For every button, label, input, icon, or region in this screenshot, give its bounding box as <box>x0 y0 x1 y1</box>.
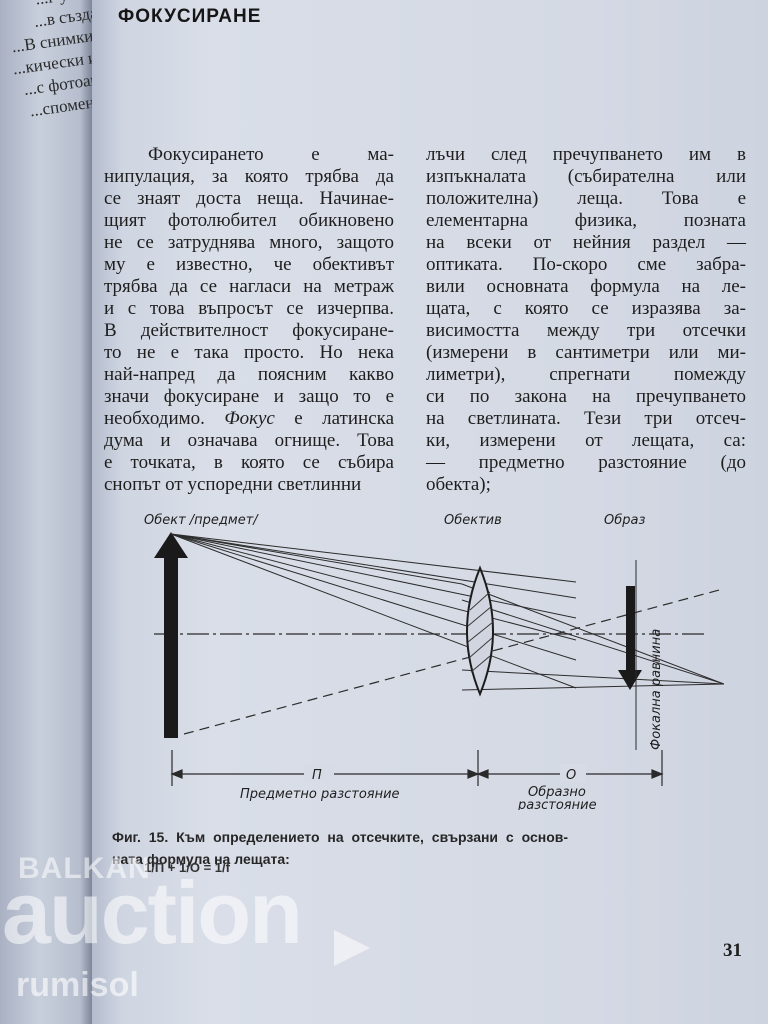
watermark-rumisol-text: rumisol <box>16 966 139 1004</box>
text-line: вили основната формула на ле- <box>426 276 746 297</box>
previous-page-text: ...г уг ко ...в създа ...В снимкит ...ки… <box>0 0 92 127</box>
text-line: ки, измерени от лещата, са: <box>426 430 746 451</box>
object-arrow-head <box>154 532 188 558</box>
dimension-lines <box>170 750 664 786</box>
image-arrow-head <box>618 670 642 690</box>
label-o-background <box>560 764 586 782</box>
label-p: П <box>312 768 322 783</box>
text-line: му е известно, че обективът <box>104 254 394 275</box>
text-line: — предметно разстояние (до <box>426 452 746 473</box>
lens-hatching <box>467 591 494 673</box>
label-o: О <box>566 768 576 783</box>
page-number: 31 <box>723 940 742 961</box>
text-line: щият фотолюбител обикновено <box>104 210 394 231</box>
text-line: е точката, в която се събира <box>104 452 394 473</box>
image-arrow-shaft <box>626 586 635 672</box>
previous-page-edge: ...г уг ко ...в създа ...В снимкит ...ки… <box>0 0 92 1024</box>
lens-formula: 1/П + 1/О = 1/f <box>144 860 230 875</box>
text-line: (измерени в сантиметри или ми- <box>426 342 746 363</box>
text-line: изпъкналата (събирателна или <box>426 166 746 187</box>
label-focal-plane: Фокална равнина <box>649 629 664 750</box>
italic-term-focus: Фокус <box>224 408 275 429</box>
text-line: се знаят доста неща. Начинае- <box>104 188 394 209</box>
label-object: Обект /предмет/ <box>144 513 259 528</box>
text-line: В действителност фокусиране- <box>104 320 394 341</box>
object-arrow-shaft <box>164 550 178 738</box>
text-line: то не е така просто. Но нека <box>104 342 394 363</box>
text-line: положителна) леща. Това е <box>426 188 746 209</box>
label-p-background <box>304 764 334 782</box>
text-line: трябва да се нагласи на метраж <box>104 276 394 297</box>
text-fragment: е латинска <box>294 408 395 429</box>
book-page: ФОКУСИРАНЕ Фокусирането е ма- нипулация,… <box>92 0 768 1024</box>
light-rays <box>170 533 724 691</box>
text-line: лъчи след пречупването им в <box>426 144 746 165</box>
text-line: елементарна физика, позната <box>426 210 746 231</box>
text-line: Фокусирането е ма- <box>148 144 394 165</box>
watermark: auction BALKAN rumisol <box>0 840 420 1020</box>
text-line: щата, с която се изразява за- <box>426 298 746 319</box>
text-line: снопът от успоредни светлинни <box>104 474 362 495</box>
watermark-play-icon <box>334 930 370 966</box>
text-line: оптиката. По-скоро сме забра- <box>426 254 746 275</box>
lens-focusing-diagram: Обект /предмет/ Обектив Образ <box>144 513 724 810</box>
text-line: на всеки от нейния раздел — <box>426 232 746 253</box>
caption-line: ната формула на лещата: <box>112 851 290 867</box>
text-line: дума и означава огнище. Това <box>104 430 394 451</box>
page-title: ФОКУСИРАНЕ <box>118 6 262 27</box>
text-line: не се затруднява много, защото <box>104 232 394 253</box>
label-object-distance: Предметно разстояние <box>240 787 400 802</box>
label-image: Образ <box>604 513 645 528</box>
text-line: си по закона на пречупването <box>426 386 746 407</box>
caption-line: Фиг. 15. Към определението на отсечките,… <box>112 829 569 845</box>
watermark-balkan-text: BALKAN <box>18 852 151 885</box>
text-line: на светлината. Тези три отсеч- <box>426 408 746 429</box>
text-line: най-напред да поясним какво <box>104 364 394 385</box>
label-lens: Обектив <box>444 513 502 528</box>
text-line: и с това въпросът се изчерпва. <box>104 298 394 319</box>
text-line-focus: необходимо. Фокус е латинска <box>104 408 394 430</box>
label-image-distance-line2: разстояние <box>517 798 597 810</box>
left-text-column: Фокусирането е ма- нипулация, за която т… <box>104 144 394 496</box>
text-line: значи фокусиране и защо то е <box>104 386 394 407</box>
text-line: нипулация, за която трябва да <box>104 166 394 187</box>
text-fragment: необходимо. <box>104 408 205 429</box>
watermark-auction-text: auction <box>2 863 303 962</box>
text-line: обекта); <box>426 474 491 495</box>
text-line: лиметри), спрегнати помежду <box>426 364 746 385</box>
label-image-distance-line1: Образно <box>528 785 586 800</box>
right-text-column: лъчи след пречупването им в изпъкналата … <box>426 144 746 496</box>
figure-caption: Фиг. 15. Към определението на отсечките,… <box>112 826 712 870</box>
text-line: висимостта между три отсечки <box>426 320 746 341</box>
